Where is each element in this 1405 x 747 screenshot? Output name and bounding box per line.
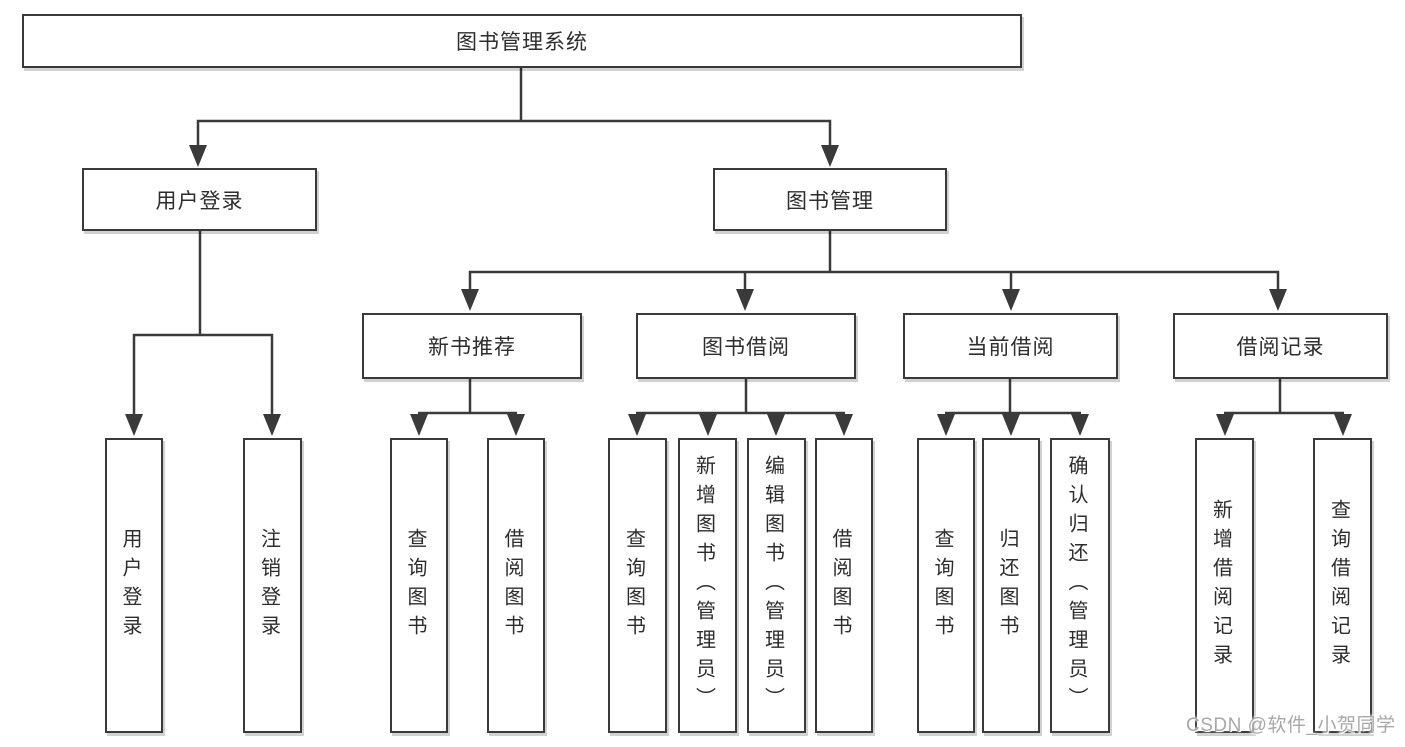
- node-leaf-logout: 注销登录: [243, 438, 302, 733]
- node-leaf-borrow-books-newbooks: 借阅图书: [487, 438, 545, 733]
- node-leaf-borrow-books-borrowing: 借阅图书: [815, 438, 873, 733]
- node-leaf-confirm-return-admin: 确认归还（管理员）: [1050, 438, 1110, 733]
- node-leaf-query-borrow-record: 查询借阅记录: [1313, 438, 1372, 733]
- node-user-login: 用户登录: [82, 168, 317, 231]
- node-current-borrowing: 当前借阅: [903, 313, 1118, 379]
- csdn-watermark: CSDN @软件_小贺同学: [1186, 715, 1396, 736]
- node-new-book-recommend: 新书推荐: [362, 313, 582, 379]
- node-leaf-add-borrow-record: 新增借阅记录: [1195, 438, 1254, 733]
- node-borrow-records: 借阅记录: [1173, 313, 1388, 379]
- node-leaf-edit-books-admin: 编辑图书（管理员）: [747, 438, 806, 733]
- node-leaf-user-login: 用户登录: [105, 438, 163, 733]
- node-leaf-query-books-current: 查询图书: [917, 438, 975, 733]
- node-leaf-query-books-newbooks: 查询图书: [390, 438, 448, 733]
- node-root: 图书管理系统: [22, 14, 1022, 68]
- node-leaf-query-books-borrowing: 查询图书: [608, 438, 667, 733]
- node-leaf-return-books: 归还图书: [982, 438, 1040, 733]
- node-leaf-add-books-admin: 新增图书（管理员）: [678, 438, 737, 733]
- node-book-borrowing: 图书借阅: [636, 313, 856, 379]
- node-book-management: 图书管理: [713, 168, 947, 231]
